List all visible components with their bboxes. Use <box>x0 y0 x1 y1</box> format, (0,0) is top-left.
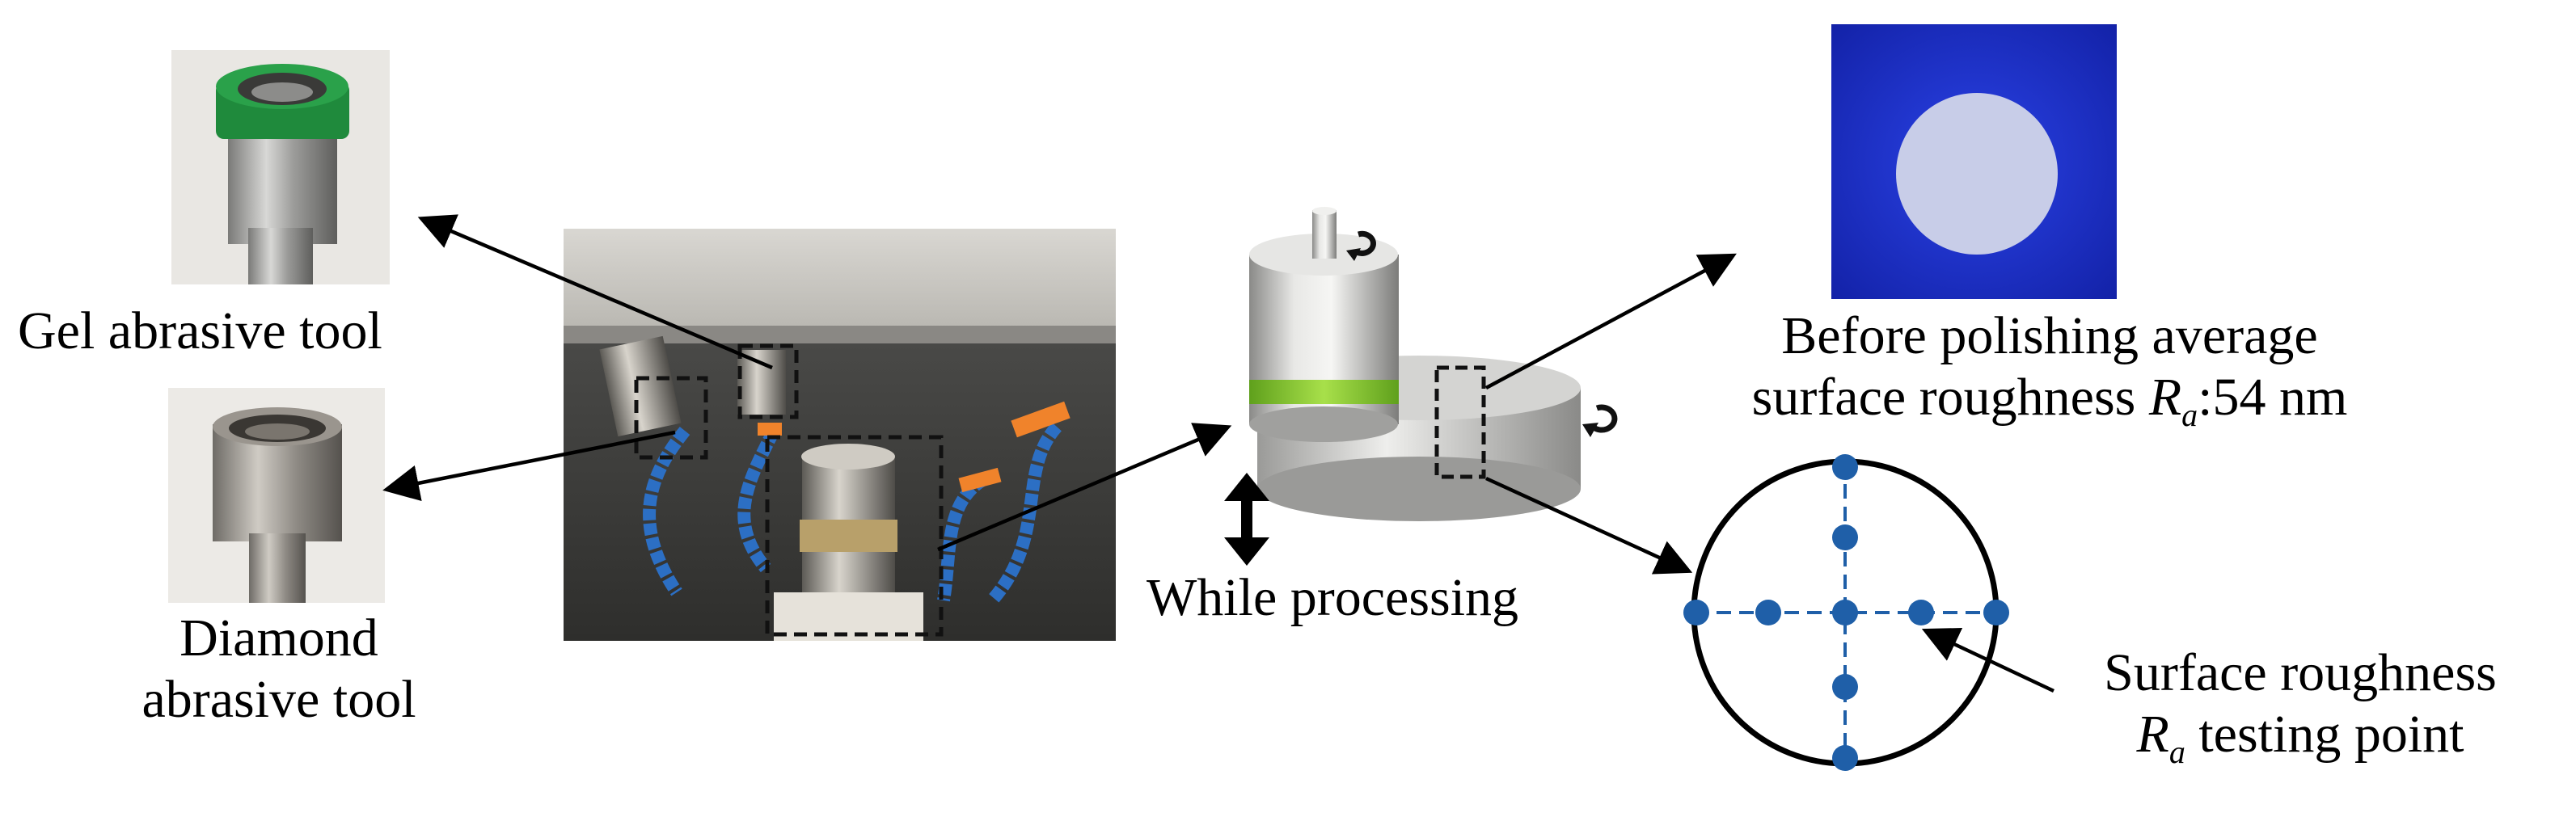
diamond-tool-label-line1: Diamond <box>179 609 378 667</box>
test-point <box>1683 600 1709 625</box>
testing-point-map <box>1683 454 2009 771</box>
test-point <box>1832 454 1858 480</box>
testing-point-line2: Ra testing point <box>2025 704 2575 783</box>
test-point <box>1908 600 1934 625</box>
test-point <box>1755 600 1781 625</box>
while-processing-label: While processing <box>1147 568 1519 627</box>
roughness-value: :54 nm <box>2198 368 2348 427</box>
before-polishing-line2: surface roughness Ra:54 nm <box>1686 367 2413 446</box>
test-point <box>1832 524 1858 550</box>
diamond-tool-label: Diamond abrasive tool <box>77 608 481 731</box>
ra-symbol: R <box>2148 368 2182 427</box>
testing-point-text: testing point <box>2185 705 2464 764</box>
testing-point-label: Surface roughness Ra testing point <box>2025 642 2575 783</box>
processing-illustration <box>1225 206 1645 533</box>
diamond-tool-label-line2: abrasive tool <box>141 670 416 729</box>
gel-abrasive-tool-photo <box>171 50 390 284</box>
wafer-before-polishing-photo <box>1831 24 2117 299</box>
surface-roughness-text: surface roughness <box>1751 368 2149 427</box>
test-point <box>1983 600 2009 625</box>
ra-subscript: a <box>2181 397 2198 434</box>
test-point <box>1832 745 1858 771</box>
gel-tool-label: Gel abrasive tool <box>18 301 382 360</box>
testing-point-line1: Surface roughness <box>2104 643 2497 702</box>
before-polishing-label: Before polishing average surface roughne… <box>1686 305 2413 446</box>
diamond-abrasive-tool-photo <box>168 388 385 603</box>
test-point <box>1832 600 1858 625</box>
test-point <box>1832 674 1858 700</box>
ra-symbol-2: R <box>2136 705 2169 764</box>
ra-subscript-2: a <box>2168 734 2185 771</box>
before-polishing-line1: Before polishing average <box>1781 306 2318 365</box>
